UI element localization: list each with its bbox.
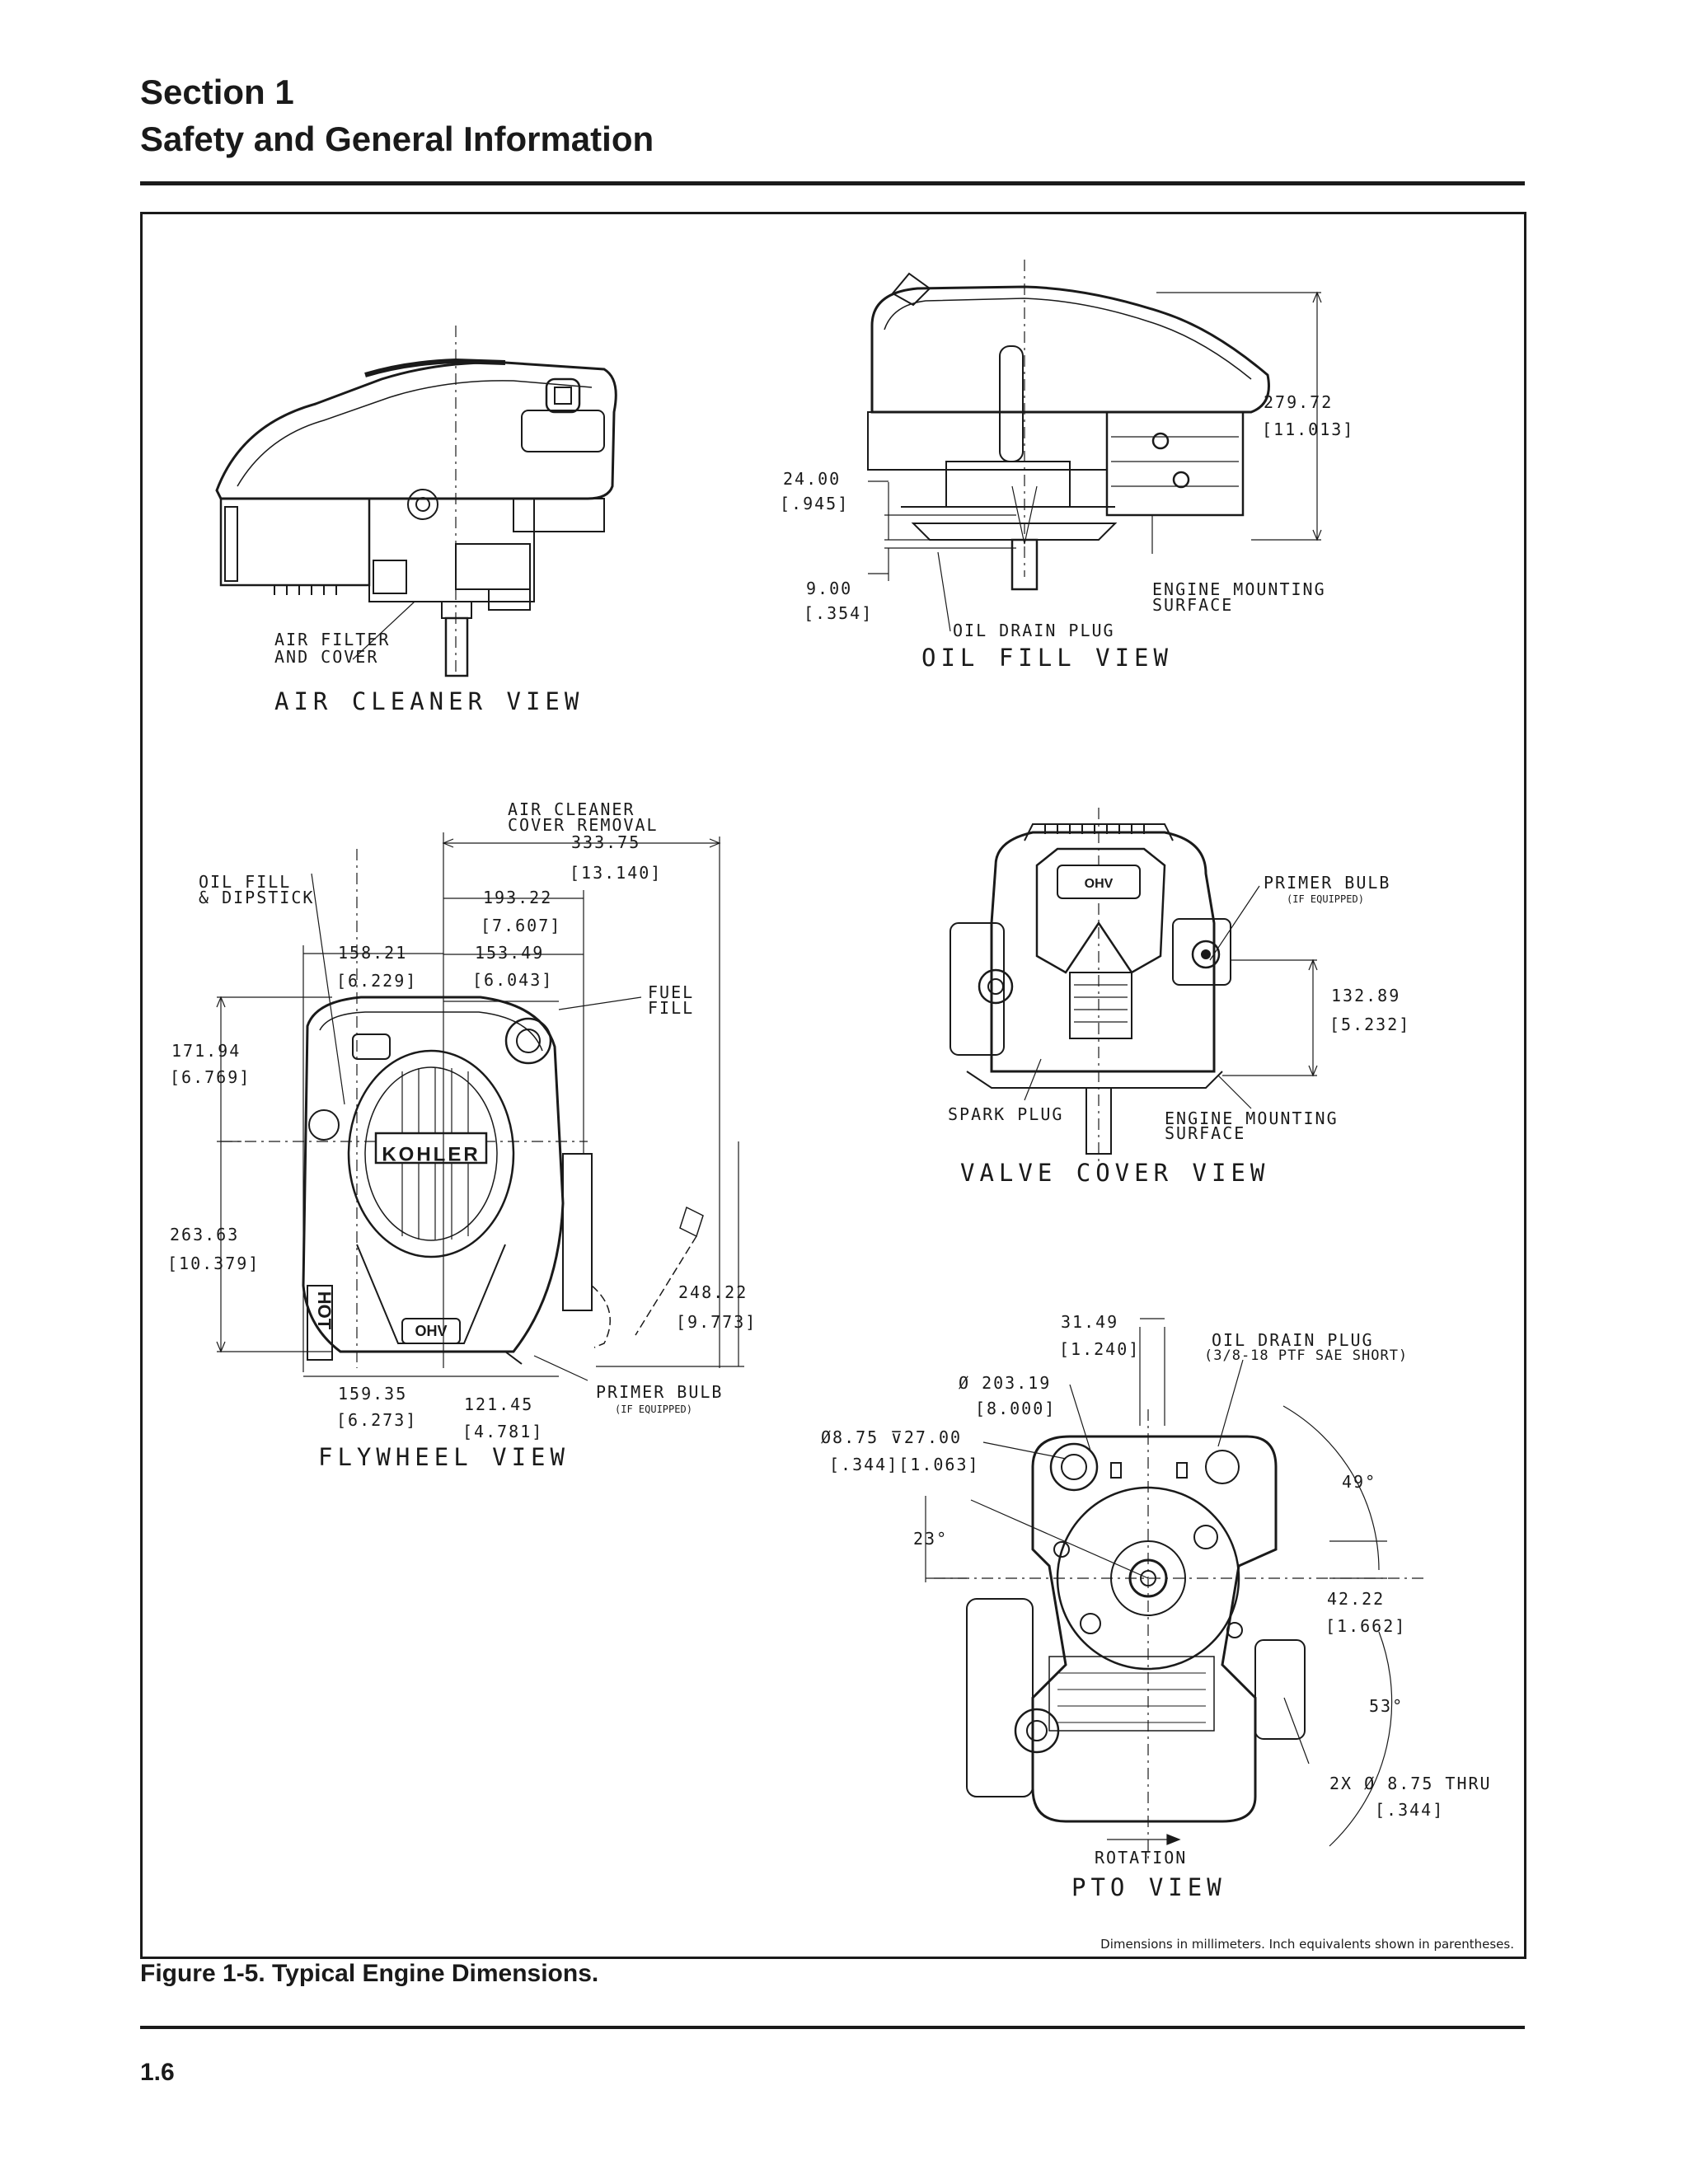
dim-263-mm: 263.63 — [170, 1225, 239, 1244]
page-number: 1.6 — [140, 2059, 175, 2086]
label-oil-drain-plug: OIL DRAIN PLUG — [953, 621, 1115, 640]
dim-333-in: [13.140] — [570, 863, 662, 883]
hot-warning: HOT — [314, 1291, 335, 1330]
flywheel-view-drawing — [221, 849, 704, 1368]
dim-9-in: [.354] — [804, 603, 873, 623]
dim-24-in: [.945] — [780, 494, 849, 513]
dim-203-in: [8.000] — [975, 1399, 1056, 1418]
dim-121-mm: 121.45 — [464, 1394, 533, 1414]
label-engine-mounting-line1: ENGINE MOUNTING — [1152, 579, 1326, 599]
label-engine-mounting-line2: SURFACE — [1152, 595, 1233, 615]
label-valve-mounting-line2: SURFACE — [1165, 1123, 1245, 1143]
label-air-cleaner-cover-line2: COVER REMOVAL — [508, 815, 659, 835]
ohv-badge-valve: OHV — [1085, 877, 1114, 891]
header-rule — [140, 181, 1525, 185]
section-title: Safety and General Information — [140, 120, 654, 158]
dim-248-mm: 248.22 — [678, 1282, 748, 1302]
pto-view-title: PTO VIEW — [1071, 1873, 1226, 1901]
label-primer-bulb-flywheel: PRIMER BULB — [596, 1382, 723, 1402]
figure-caption: Figure 1-5. Typical Engine Dimensions. — [140, 1960, 599, 1987]
dim-159-in: [6.273] — [336, 1410, 417, 1430]
dim-thru-in: [.344] — [1375, 1800, 1444, 1820]
dim-171-mm: 171.94 — [171, 1041, 241, 1061]
label-fuel-fill-line1: FUEL — [648, 982, 694, 1002]
label-air-filter-line1: AIR FILTER — [274, 630, 390, 649]
dim-121-in: [4.781] — [462, 1422, 543, 1441]
valve-cover-view-drawing — [950, 808, 1231, 1162]
label-valve-mounting-line1: ENGINE MOUNTING — [1165, 1108, 1339, 1128]
oil-fill-view-drawing — [867, 260, 1270, 591]
dim-248-in: [9.773] — [676, 1312, 757, 1332]
dim-153-mm: 153.49 — [475, 943, 544, 963]
kohler-logo: KOHLER — [382, 1143, 480, 1165]
section-heading: Section 1 — [140, 73, 294, 111]
dim-thru-mm: 2X Ø 8.75 THRU — [1329, 1774, 1492, 1793]
label-oil-fill-line1: OIL FILL — [199, 872, 291, 892]
dim-279-in: [11.013] — [1262, 419, 1354, 439]
air-cleaner-view-drawing — [215, 326, 617, 677]
flywheel-view-title: FLYWHEEL VIEW — [318, 1443, 570, 1471]
dim-132-mm: 132.89 — [1331, 986, 1400, 1005]
oil-fill-view-title: OIL FILL VIEW — [921, 644, 1173, 672]
dim-875-in: [.344][1.063] — [829, 1455, 980, 1474]
dimension-lines — [216, 291, 1387, 1845]
label-air-cleaner-cover-line1: AIR CLEANER — [508, 799, 635, 819]
dim-193-in: [7.607] — [481, 916, 561, 935]
label-air-filter-line2: AND COVER — [274, 647, 378, 667]
dim-31-in: [1.240] — [1059, 1339, 1140, 1359]
label-rotation: ROTATION — [1095, 1848, 1187, 1868]
angle-49: 49° — [1342, 1472, 1376, 1492]
dimensions-note: Dimensions in millimeters. Inch equivale… — [1100, 1937, 1514, 1952]
dim-193-mm: 193.22 — [483, 888, 552, 907]
angle-53: 53° — [1369, 1696, 1404, 1716]
dim-158-in: [6.229] — [336, 971, 417, 991]
dim-263-in: [10.379] — [167, 1254, 260, 1273]
dim-31-mm: 31.49 — [1061, 1312, 1118, 1332]
label-primer-if-equipped-valve: (IF EQUIPPED) — [1287, 893, 1364, 905]
dim-153-in: [6.043] — [472, 970, 553, 990]
label-primer-if-equipped-flywheel: (IF EQUIPPED) — [615, 1404, 692, 1415]
dim-875-mm: Ø8.75 ⊽27.00 — [821, 1427, 962, 1447]
dim-171-in: [6.769] — [170, 1067, 251, 1087]
dim-159-mm: 159.35 — [338, 1384, 407, 1404]
label-oil-drain-line2: (3/8-18 PTF SAE SHORT) — [1204, 1347, 1408, 1364]
air-cleaner-view-title: AIR CLEANER VIEW — [274, 687, 584, 715]
ohv-badge-flywheel: OHV — [415, 1323, 447, 1339]
pto-view-drawing — [934, 1405, 1428, 1863]
figure-frame: AIR FILTER AND COVER AIR CLEANER VIEW 27… — [140, 212, 1526, 1959]
dim-158-mm: 158.21 — [338, 943, 407, 963]
dim-279-mm: 279.72 — [1264, 392, 1333, 412]
engine-dimension-drawing: AIR FILTER AND COVER AIR CLEANER VIEW 27… — [167, 260, 1492, 1901]
valve-cover-view-title: VALVE COVER VIEW — [960, 1159, 1269, 1187]
dim-333-mm: 333.75 — [571, 832, 640, 852]
dim-42-mm: 42.22 — [1327, 1589, 1385, 1609]
label-spark-plug: SPARK PLUG — [948, 1104, 1063, 1124]
dim-24-mm: 24.00 — [783, 469, 841, 489]
dim-203-mm: Ø 203.19 — [959, 1373, 1051, 1393]
label-fuel-fill-line2: FILL — [648, 998, 694, 1018]
footer-rule — [140, 2026, 1525, 2029]
angle-23: 23° — [913, 1529, 948, 1549]
label-oil-fill-line2: & DIPSTICK — [199, 888, 314, 907]
label-oil-drain-line1: OIL DRAIN PLUG — [1212, 1330, 1374, 1350]
dim-9-mm: 9.00 — [806, 579, 852, 598]
dim-42-in: [1.662] — [1325, 1616, 1406, 1636]
label-primer-bulb-valve: PRIMER BULB — [1264, 873, 1390, 893]
dim-132-in: [5.232] — [1329, 1015, 1410, 1034]
